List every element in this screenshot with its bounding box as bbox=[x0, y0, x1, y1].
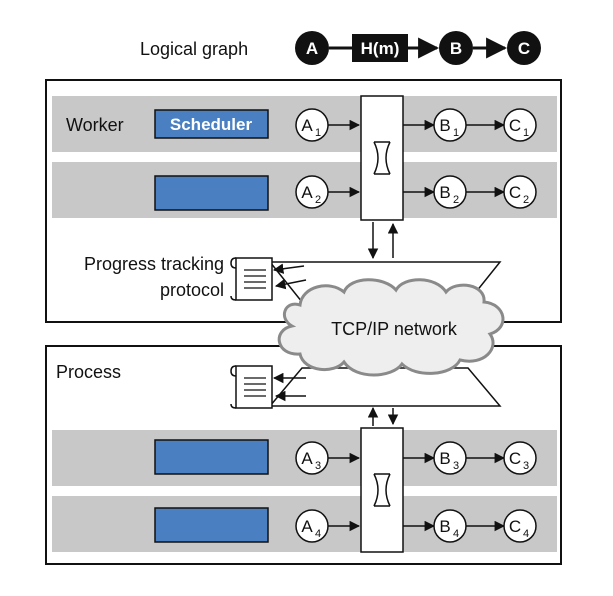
exchange-cross-icon-bottom bbox=[373, 473, 391, 507]
logical-node-h-label: H(m) bbox=[361, 39, 400, 58]
node-c-4-sub: 4 bbox=[523, 528, 529, 540]
node-c-4 bbox=[503, 509, 537, 543]
node-b-1-label: B bbox=[439, 116, 450, 135]
worker-row-2: A 2 B 2 C 2 bbox=[295, 175, 537, 209]
scheduler-label: Scheduler bbox=[170, 115, 253, 134]
scroll-icon-top bbox=[230, 257, 273, 301]
scheduler-box-3 bbox=[154, 439, 269, 475]
node-b-2-label: B bbox=[439, 183, 450, 202]
node-b-4-sub: 4 bbox=[453, 528, 459, 540]
node-c-1-label: C bbox=[509, 116, 521, 135]
node-a-2-label: A bbox=[301, 183, 313, 202]
node-a-1-label: A bbox=[301, 116, 313, 135]
process-label: Process bbox=[56, 362, 121, 382]
logical-node-b bbox=[439, 31, 473, 65]
node-a-1-sub: 1 bbox=[315, 127, 321, 139]
logical-node-h bbox=[352, 34, 408, 62]
scheduler-box-4 bbox=[154, 507, 269, 543]
node-b-2-sub: 2 bbox=[453, 194, 459, 206]
node-c-3 bbox=[503, 441, 537, 475]
worker-row-3: A 3 B 3 C 3 bbox=[295, 441, 537, 475]
logical-graph: A H(m) B C bbox=[295, 31, 541, 65]
node-a-4-sub: 4 bbox=[315, 528, 321, 540]
logical-node-c bbox=[507, 31, 541, 65]
node-b-3-label: B bbox=[439, 449, 450, 468]
tcp-ip-network-cloud bbox=[277, 278, 505, 377]
node-c-3-sub: 3 bbox=[523, 460, 529, 472]
exchange-box-bottom bbox=[360, 427, 404, 553]
node-b-3-sub: 3 bbox=[453, 460, 459, 472]
tcp-ip-network-label: TCP/IP network bbox=[331, 319, 458, 339]
node-c-2-label: C bbox=[509, 183, 521, 202]
worker-label: Worker bbox=[66, 115, 124, 135]
worker-row-4: A 4 B 4 C 4 bbox=[295, 509, 537, 543]
logical-node-a bbox=[295, 31, 329, 65]
node-c-2-sub: 2 bbox=[523, 194, 529, 206]
node-c-4-label: C bbox=[509, 517, 521, 536]
scheduler-box-2 bbox=[154, 175, 269, 211]
exchange-cross-icon-top bbox=[373, 141, 391, 175]
logical-node-c-label: C bbox=[518, 39, 530, 58]
progress-tracking-label-line1: Progress tracking bbox=[84, 254, 224, 274]
node-c-1-sub: 1 bbox=[523, 127, 529, 139]
node-c-2 bbox=[503, 175, 537, 209]
node-a-3-sub: 3 bbox=[315, 460, 321, 472]
logical-node-b-label: B bbox=[450, 39, 462, 58]
exchange-box-top bbox=[360, 95, 404, 221]
scroll-icon-bottom bbox=[230, 365, 273, 409]
progress-tracking-label-line2: protocol bbox=[160, 280, 224, 300]
node-b-1-sub: 1 bbox=[453, 127, 459, 139]
scheduler-box-1 bbox=[154, 109, 269, 139]
node-c-3-label: C bbox=[509, 449, 521, 468]
worker-row-1: A 1 B 1 C 1 bbox=[295, 108, 537, 142]
node-b-4-label: B bbox=[439, 517, 450, 536]
logical-node-a-label: A bbox=[306, 39, 318, 58]
node-a-2-sub: 2 bbox=[315, 194, 321, 206]
trapezoid-to-scroll-top bbox=[274, 278, 307, 290]
node-a-4-label: A bbox=[301, 517, 313, 536]
logical-graph-label: Logical graph bbox=[140, 39, 248, 59]
node-a-3-label: A bbox=[301, 449, 313, 468]
node-c-1 bbox=[503, 108, 537, 142]
scroll-top-to-trapezoid bbox=[272, 263, 305, 274]
